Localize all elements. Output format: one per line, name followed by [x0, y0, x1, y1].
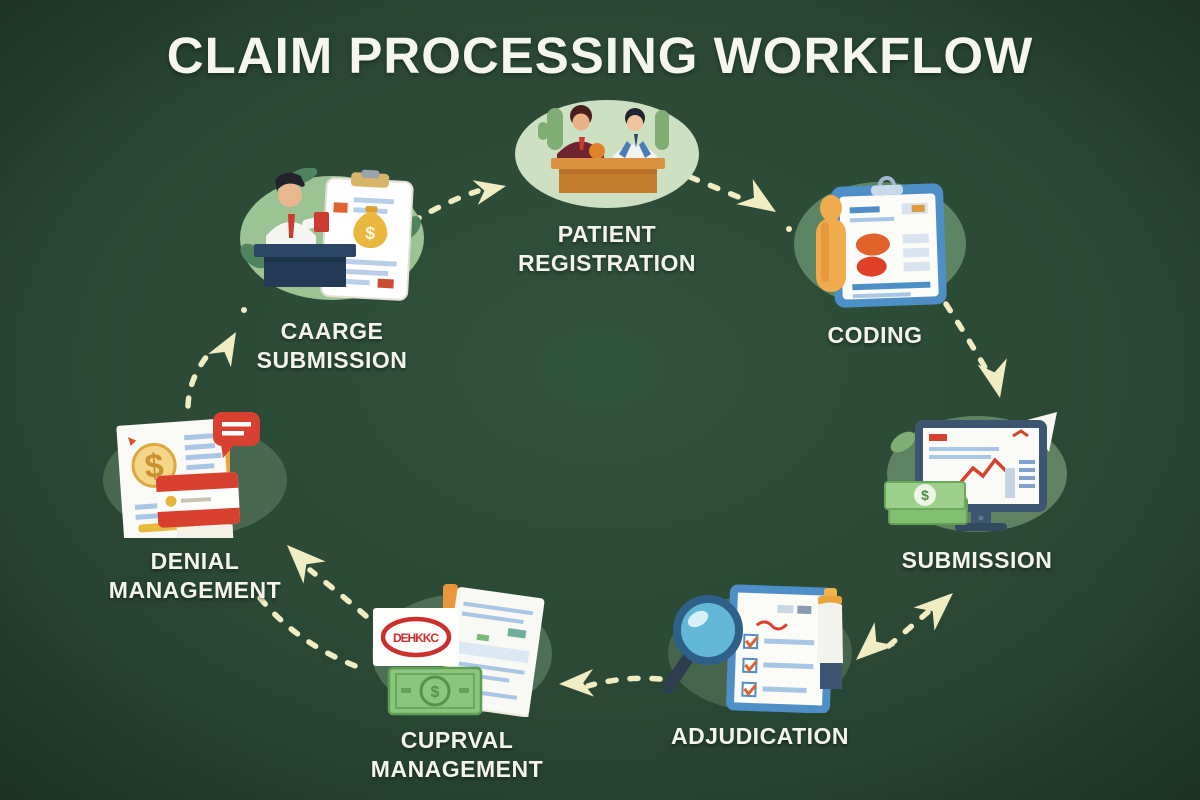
arrow-submission-adjudication — [881, 609, 931, 653]
workflow-step-adjudication: ADJUDICATION — [660, 578, 860, 751]
person-figure-icon — [817, 588, 843, 689]
person-silhouette-icon — [816, 195, 846, 292]
step-label-patient-registration: PATIENT REGISTRATION — [517, 221, 697, 276]
workflow-step-approval-management: DEHKKC $ CUPRVAL MANAGEMENT — [357, 582, 557, 784]
submission-illustration: $ — [884, 412, 1067, 532]
chart-line-icon — [959, 457, 1009, 484]
arrow-curve-decorative — [257, 595, 361, 670]
arrowhead-icon — [856, 622, 896, 660]
charge-submission-illustration: $ — [240, 168, 424, 301]
arrow-approval-to-denial — [307, 567, 369, 619]
denial-card-icon — [155, 471, 241, 528]
arrow-dot — [241, 307, 247, 313]
workflow-step-denial-management: $ DENIAL MANAGEMENT — [95, 408, 295, 605]
step-label-submission: SUBMISSION — [901, 547, 1053, 573]
arrowhead-icon — [472, 180, 506, 205]
podium-icon — [254, 244, 356, 287]
step-label-adjudication: ADJUDICATION — [670, 723, 850, 749]
banknote-icon: $ — [387, 666, 483, 716]
arrow-adjudication-to-approval — [585, 675, 663, 689]
arrowhead-icon — [559, 669, 594, 697]
workflow-step-charge-submission: $ CAARGE SUBMISSION — [232, 168, 432, 375]
step-label-charge-submission: CAARGE SUBMISSION — [256, 318, 408, 373]
step-label-denial-management: DENIAL MANAGEMENT — [108, 548, 282, 603]
approval-management-illustration: DEHKKC $ — [372, 584, 552, 717]
workflow-step-patient-registration: PATIENT REGISTRATION — [507, 96, 707, 278]
magnifier-icon — [662, 595, 743, 694]
svg-text:$: $ — [365, 223, 376, 243]
money-icon: $ — [884, 481, 968, 525]
speech-bubble-icon — [213, 412, 260, 458]
arrowhead-icon — [913, 593, 953, 631]
patient-registration-illustration — [515, 100, 699, 208]
step-label-coding: CODING — [827, 322, 923, 348]
money-bag-icon — [353, 210, 388, 249]
arrow-dot — [786, 226, 792, 232]
clipboard-icon — [831, 176, 947, 308]
desk-icon — [551, 158, 665, 169]
workflow-step-submission: $ SUBMISSION — [877, 402, 1077, 575]
arrowhead-icon — [736, 178, 776, 212]
workflow-step-coding: CODING — [775, 172, 975, 350]
denied-stamp-icon: DEHKKC — [373, 608, 459, 666]
page-title: CLAIM PROCESSING WORKFLOW — [166, 27, 1034, 84]
svg-text:$: $ — [921, 487, 929, 503]
arrow-registration-to-coding — [687, 174, 751, 204]
coding-illustration — [794, 176, 966, 308]
denied-stamp-text: DEHKKC — [393, 631, 439, 645]
adjudication-illustration — [662, 584, 852, 713]
arrow-denial-to-charge — [185, 347, 215, 409]
person-icon — [266, 172, 329, 246]
arrowhead-icon — [208, 332, 236, 368]
document-checklist-icon — [726, 584, 834, 713]
arrowhead-icon — [977, 358, 1007, 398]
step-label-approval-management: CUPRVAL MANAGEMENT — [370, 727, 544, 782]
denial-management-illustration: $ — [103, 412, 287, 538]
svg-text:$: $ — [431, 684, 440, 701]
